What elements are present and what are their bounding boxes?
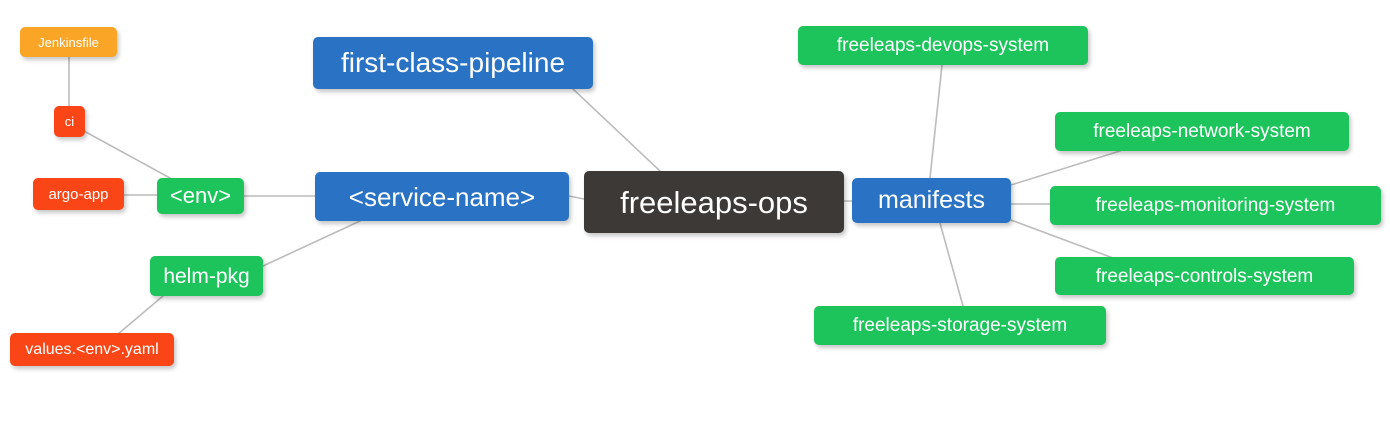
edge-manifests-to-freeleaps-storage-system bbox=[939, 222, 964, 307]
mindmap-node-label: manifests bbox=[878, 186, 985, 214]
mindmap-node-env[interactable]: <env> bbox=[157, 178, 244, 214]
mindmap-node-freeleaps-ops[interactable]: freeleaps-ops bbox=[584, 171, 844, 233]
mindmap-node-manifests[interactable]: manifests bbox=[852, 178, 1011, 223]
edge-service-name-to-helm-pkg bbox=[262, 220, 361, 267]
edge-manifests-to-freeleaps-controls-system bbox=[1010, 219, 1114, 259]
mindmap-node-helm-pkg[interactable]: helm-pkg bbox=[150, 256, 263, 296]
mindmap-node-freeleaps-controls-system[interactable]: freeleaps-controls-system bbox=[1055, 257, 1354, 295]
edge-helm-pkg-to-values-env-yaml bbox=[117, 295, 164, 335]
mindmap-node-freeleaps-storage-system[interactable]: freeleaps-storage-system bbox=[814, 306, 1106, 345]
mindmap-node-freeleaps-devops-system[interactable]: freeleaps-devops-system bbox=[798, 26, 1088, 65]
mindmap-node-label: <service-name> bbox=[348, 181, 536, 212]
mindmap-node-service-name[interactable]: <service-name> bbox=[315, 172, 569, 221]
edge-freeleaps-ops-to-service-name bbox=[568, 195, 585, 200]
mindmap-node-label: helm-pkg bbox=[163, 264, 250, 288]
mindmap-node-freeleaps-monitoring-system[interactable]: freeleaps-monitoring-system bbox=[1050, 186, 1381, 225]
mindmap-node-label: freeleaps-devops-system bbox=[836, 35, 1050, 56]
mindmap-node-label: <env> bbox=[169, 183, 232, 208]
mindmap-node-label: freeleaps-storage-system bbox=[852, 315, 1068, 336]
mindmap-node-label: freeleaps-network-system bbox=[1093, 121, 1311, 142]
mindmap-node-first-class-pipeline[interactable]: first-class-pipeline bbox=[313, 37, 593, 89]
mindmap-node-freeleaps-network-system[interactable]: freeleaps-network-system bbox=[1055, 112, 1349, 151]
mindmap-node-label: ci bbox=[64, 114, 75, 129]
mindmap-node-values-env-yaml[interactable]: values.<env>.yaml bbox=[10, 333, 174, 366]
mindmap-node-label: Jenkinsfile bbox=[38, 34, 99, 50]
mindmap-node-label: argo-app bbox=[48, 185, 109, 203]
edge-manifests-to-freeleaps-devops-system bbox=[929, 64, 943, 179]
edge-env-to-ci bbox=[83, 130, 171, 179]
mindmap-node-argo-app[interactable]: argo-app bbox=[33, 178, 124, 210]
mindmap-node-ci[interactable]: ci bbox=[54, 106, 85, 137]
mindmap-node-label: first-class-pipeline bbox=[340, 47, 566, 78]
mindmap-node-label: values.<env>.yaml bbox=[25, 340, 159, 358]
edge-manifests-to-freeleaps-network-system bbox=[1010, 150, 1121, 186]
mindmap-node-label: freeleaps-ops bbox=[620, 184, 808, 220]
mindmap-node-label: freeleaps-monitoring-system bbox=[1095, 195, 1336, 216]
edge-freeleaps-ops-to-first-class-pipeline bbox=[572, 88, 661, 172]
mindmap-node-jenkinsfile[interactable]: Jenkinsfile bbox=[20, 27, 117, 57]
mindmap-node-label: freeleaps-controls-system bbox=[1095, 265, 1314, 287]
